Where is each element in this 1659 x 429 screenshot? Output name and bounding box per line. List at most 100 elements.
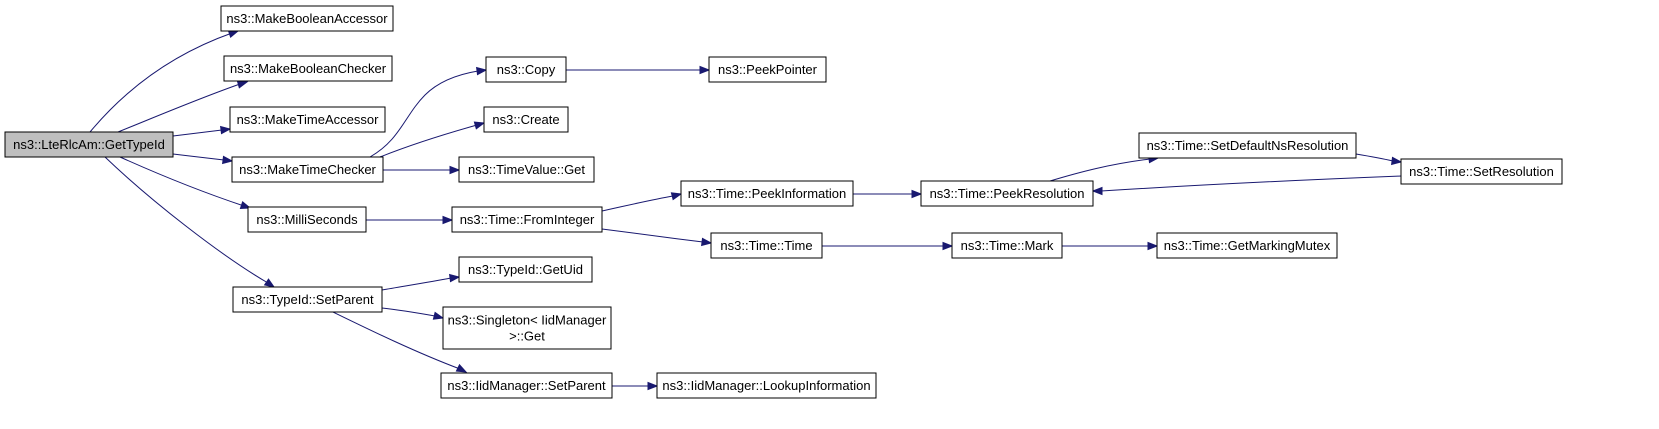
edge-line (1100, 175, 1402, 192)
edge-root-to-mta (172, 125, 232, 137)
node-box (951, 232, 1063, 259)
edge-copy-to-peekptr (566, 65, 711, 75)
edge-line (369, 70, 479, 158)
node-box (680, 180, 854, 207)
arrowhead (1147, 241, 1159, 251)
edge-mtc-to-tvget (383, 165, 461, 175)
node-box (232, 286, 383, 313)
node-box (920, 180, 1094, 207)
node-box (710, 232, 823, 259)
edges-layer (89, 29, 1403, 391)
node-label: >::Get (509, 329, 545, 344)
arrowhead (263, 278, 276, 288)
node-mta[interactable]: ns3::MakeTimeAccessor (229, 106, 386, 133)
edge-sp-to-getuid (381, 273, 461, 291)
node-getmark[interactable]: ns3::Time::GetMarkingMutex (1156, 232, 1338, 259)
arrowhead (476, 66, 488, 76)
edge-root-to-mbc (117, 80, 249, 133)
node-label: ns3::MakeTimeAccessor (237, 112, 380, 127)
arrowhead (455, 363, 468, 373)
arrowhead (449, 273, 461, 283)
node-box (223, 55, 393, 82)
node-box (656, 372, 877, 399)
node-label: ns3::MilliSeconds (256, 212, 358, 227)
arrowhead (699, 65, 711, 75)
edge-mtc-to-copy (369, 66, 488, 158)
arrowhead (227, 29, 240, 39)
edge-line (381, 307, 436, 317)
edge-line (601, 228, 704, 243)
edge-line (601, 195, 674, 212)
edge-mtc-to-create (379, 121, 486, 158)
edge-line (119, 156, 245, 207)
node-lookup[interactable]: ns3::IidManager::LookupInformation (656, 372, 877, 399)
node-box (440, 372, 613, 399)
edge-line (379, 124, 478, 158)
node-label: ns3::Copy (497, 62, 556, 77)
node-box (229, 106, 386, 133)
node-sp[interactable]: ns3::TypeId::SetParent (232, 286, 383, 313)
node-setdef[interactable]: ns3::Time::SetDefaultNsResolution (1138, 132, 1357, 159)
node-fromint[interactable]: ns3::Time::FromInteger (451, 206, 603, 233)
arrowhead (236, 80, 249, 89)
node-label: ns3::TypeId::SetParent (241, 292, 374, 307)
edge-setres-to-peekres (1091, 175, 1402, 196)
arrowhead (222, 155, 234, 165)
node-iidsp[interactable]: ns3::IidManager::SetParent (440, 372, 613, 399)
node-getuid[interactable]: ns3::TypeId::GetUid (458, 256, 593, 283)
node-box (1156, 232, 1338, 259)
edge-timetime-to-mark (822, 241, 954, 251)
node-box (247, 206, 367, 233)
node-mbc[interactable]: ns3::MakeBooleanChecker (223, 55, 393, 82)
arrowhead (1091, 186, 1103, 196)
node-label: ns3::LteRlcAm::GetTypeId (13, 137, 165, 152)
node-timetime[interactable]: ns3::Time::Time (710, 232, 823, 259)
nodes-layer: ns3::LteRlcAm::GetTypeId ns3::MakeBoolean… (4, 5, 1563, 399)
node-peekinfo[interactable]: ns3::Time::PeekInformation (680, 180, 854, 207)
arrowhead (473, 121, 486, 130)
arrowhead (701, 237, 713, 247)
node-label: ns3::Singleton< IidManager (448, 313, 607, 328)
node-label: ns3::IidManager::LookupInformation (662, 378, 870, 393)
node-label: ns3::MakeBooleanChecker (230, 61, 387, 76)
edge-line (1355, 153, 1394, 162)
edge-line (172, 129, 223, 137)
node-box (458, 156, 595, 183)
node-label: ns3::Time::GetMarkingMutex (1164, 238, 1331, 253)
node-peekptr[interactable]: ns3::PeekPointer (708, 56, 827, 83)
arrowhead (1391, 156, 1403, 166)
edge-iidsp-to-lookup (612, 381, 659, 391)
node-mtc[interactable]: ns3::MakeTimeChecker (231, 156, 384, 183)
node-mba[interactable]: ns3::MakeBooleanAccessor (220, 5, 394, 32)
arrowhead (670, 192, 683, 201)
node-singleton[interactable]: ns3::Singleton< IidManager>::Get (442, 306, 612, 350)
edge-line (172, 153, 225, 161)
node-root[interactable]: ns3::LteRlcAm::GetTypeId (4, 131, 174, 158)
edge-peekres-to-setdef (1049, 154, 1160, 182)
edge-fromint-to-timetime (601, 228, 713, 247)
edge-line (117, 83, 241, 133)
node-mark[interactable]: ns3::Time::Mark (951, 232, 1063, 259)
node-tvget[interactable]: ns3::TimeValue::Get (458, 156, 595, 183)
node-ms[interactable]: ns3::MilliSeconds (247, 206, 367, 233)
node-peekres[interactable]: ns3::Time::PeekResolution (920, 180, 1094, 207)
node-label: ns3::Time::SetDefaultNsResolution (1147, 138, 1349, 153)
node-label: ns3::TimeValue::Get (468, 162, 585, 177)
arrowhead (911, 189, 923, 199)
edge-line (1049, 158, 1151, 182)
node-label: ns3::MakeBooleanAccessor (226, 11, 388, 26)
node-label: ns3::Time::FromInteger (460, 212, 595, 227)
node-box (485, 56, 567, 83)
arrowhead (220, 125, 232, 135)
node-label: ns3::Time::SetResolution (1409, 164, 1554, 179)
node-setres[interactable]: ns3::Time::SetResolution (1400, 158, 1563, 185)
edge-line (332, 311, 461, 370)
edge-sp-to-singleton (381, 307, 445, 320)
node-label: ns3::Time::PeekInformation (688, 186, 846, 201)
edge-line (104, 156, 269, 284)
node-box (708, 56, 827, 83)
edge-root-to-ms (119, 156, 252, 210)
node-create[interactable]: ns3::Create (483, 106, 569, 133)
node-label: ns3::TypeId::GetUid (468, 262, 583, 277)
node-copy[interactable]: ns3::Copy (485, 56, 567, 83)
